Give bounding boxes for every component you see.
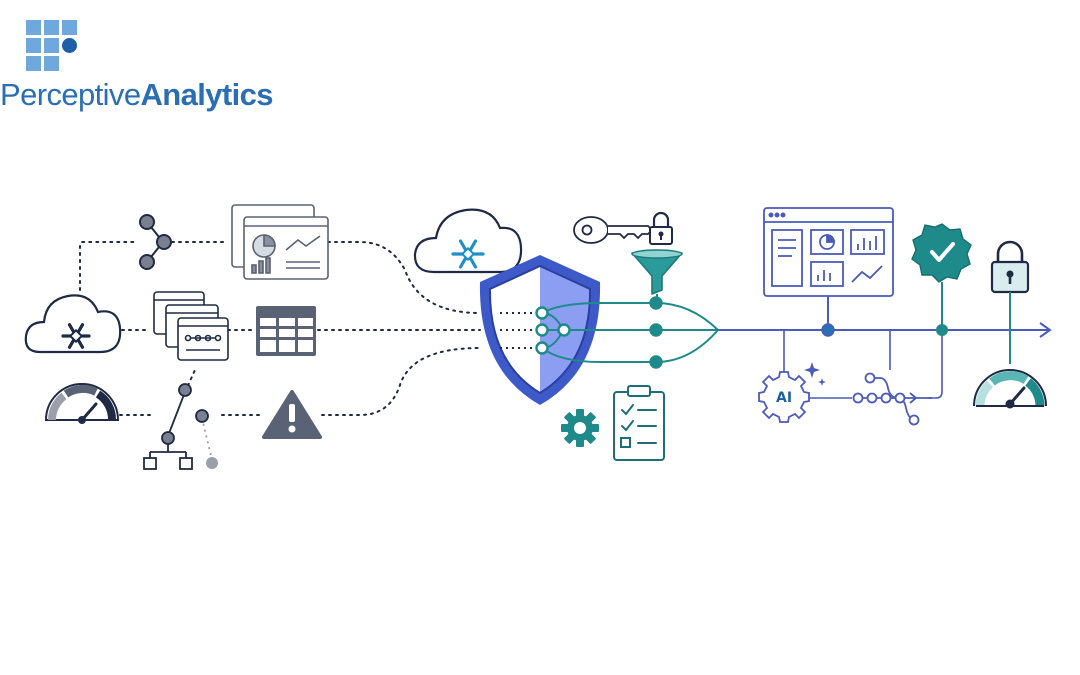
ai-label: AI [776,390,792,406]
dotted-connectors [79,241,481,416]
warning-icon [262,390,322,439]
verified-badge-icon [911,223,972,283]
workflow-icon [852,372,932,426]
sparkle-icon [804,362,826,386]
funnel-icon [631,249,683,303]
data-pipeline-windows-icon [153,291,229,361]
logo-wordmark: PerceptiveAnalytics [0,77,274,112]
badge-node [936,324,948,336]
company-logo: PerceptiveAnalytics [0,14,274,114]
padlock-icon [649,211,673,245]
dashboard-node [821,323,835,337]
ai-chip-icon: AI [758,371,810,423]
logo-grid-icon [26,20,77,71]
gauge-icon [44,383,120,424]
key-icon [573,216,654,244]
padlock-right-icon [990,240,1030,294]
gauge-teal-icon [973,369,1047,409]
share-icon [139,214,172,270]
table-grid-icon [256,306,316,356]
gear-icon [561,409,599,447]
workflow-return-connector [928,336,943,399]
snowflake-cloud-top-icon [413,208,523,274]
dashboard-window-icon [231,204,329,280]
analytics-dashboard-icon [763,207,894,297]
checklist-icon [613,385,665,461]
hierarchy-tree-icon [143,383,218,470]
logo-word-bold: Analytics [140,77,273,112]
logo-word-light: Perceptive [0,77,141,112]
main-flow-arrow [718,322,1052,338]
snowflake-cloud-icon [24,294,122,354]
flow-nodes [535,296,663,369]
